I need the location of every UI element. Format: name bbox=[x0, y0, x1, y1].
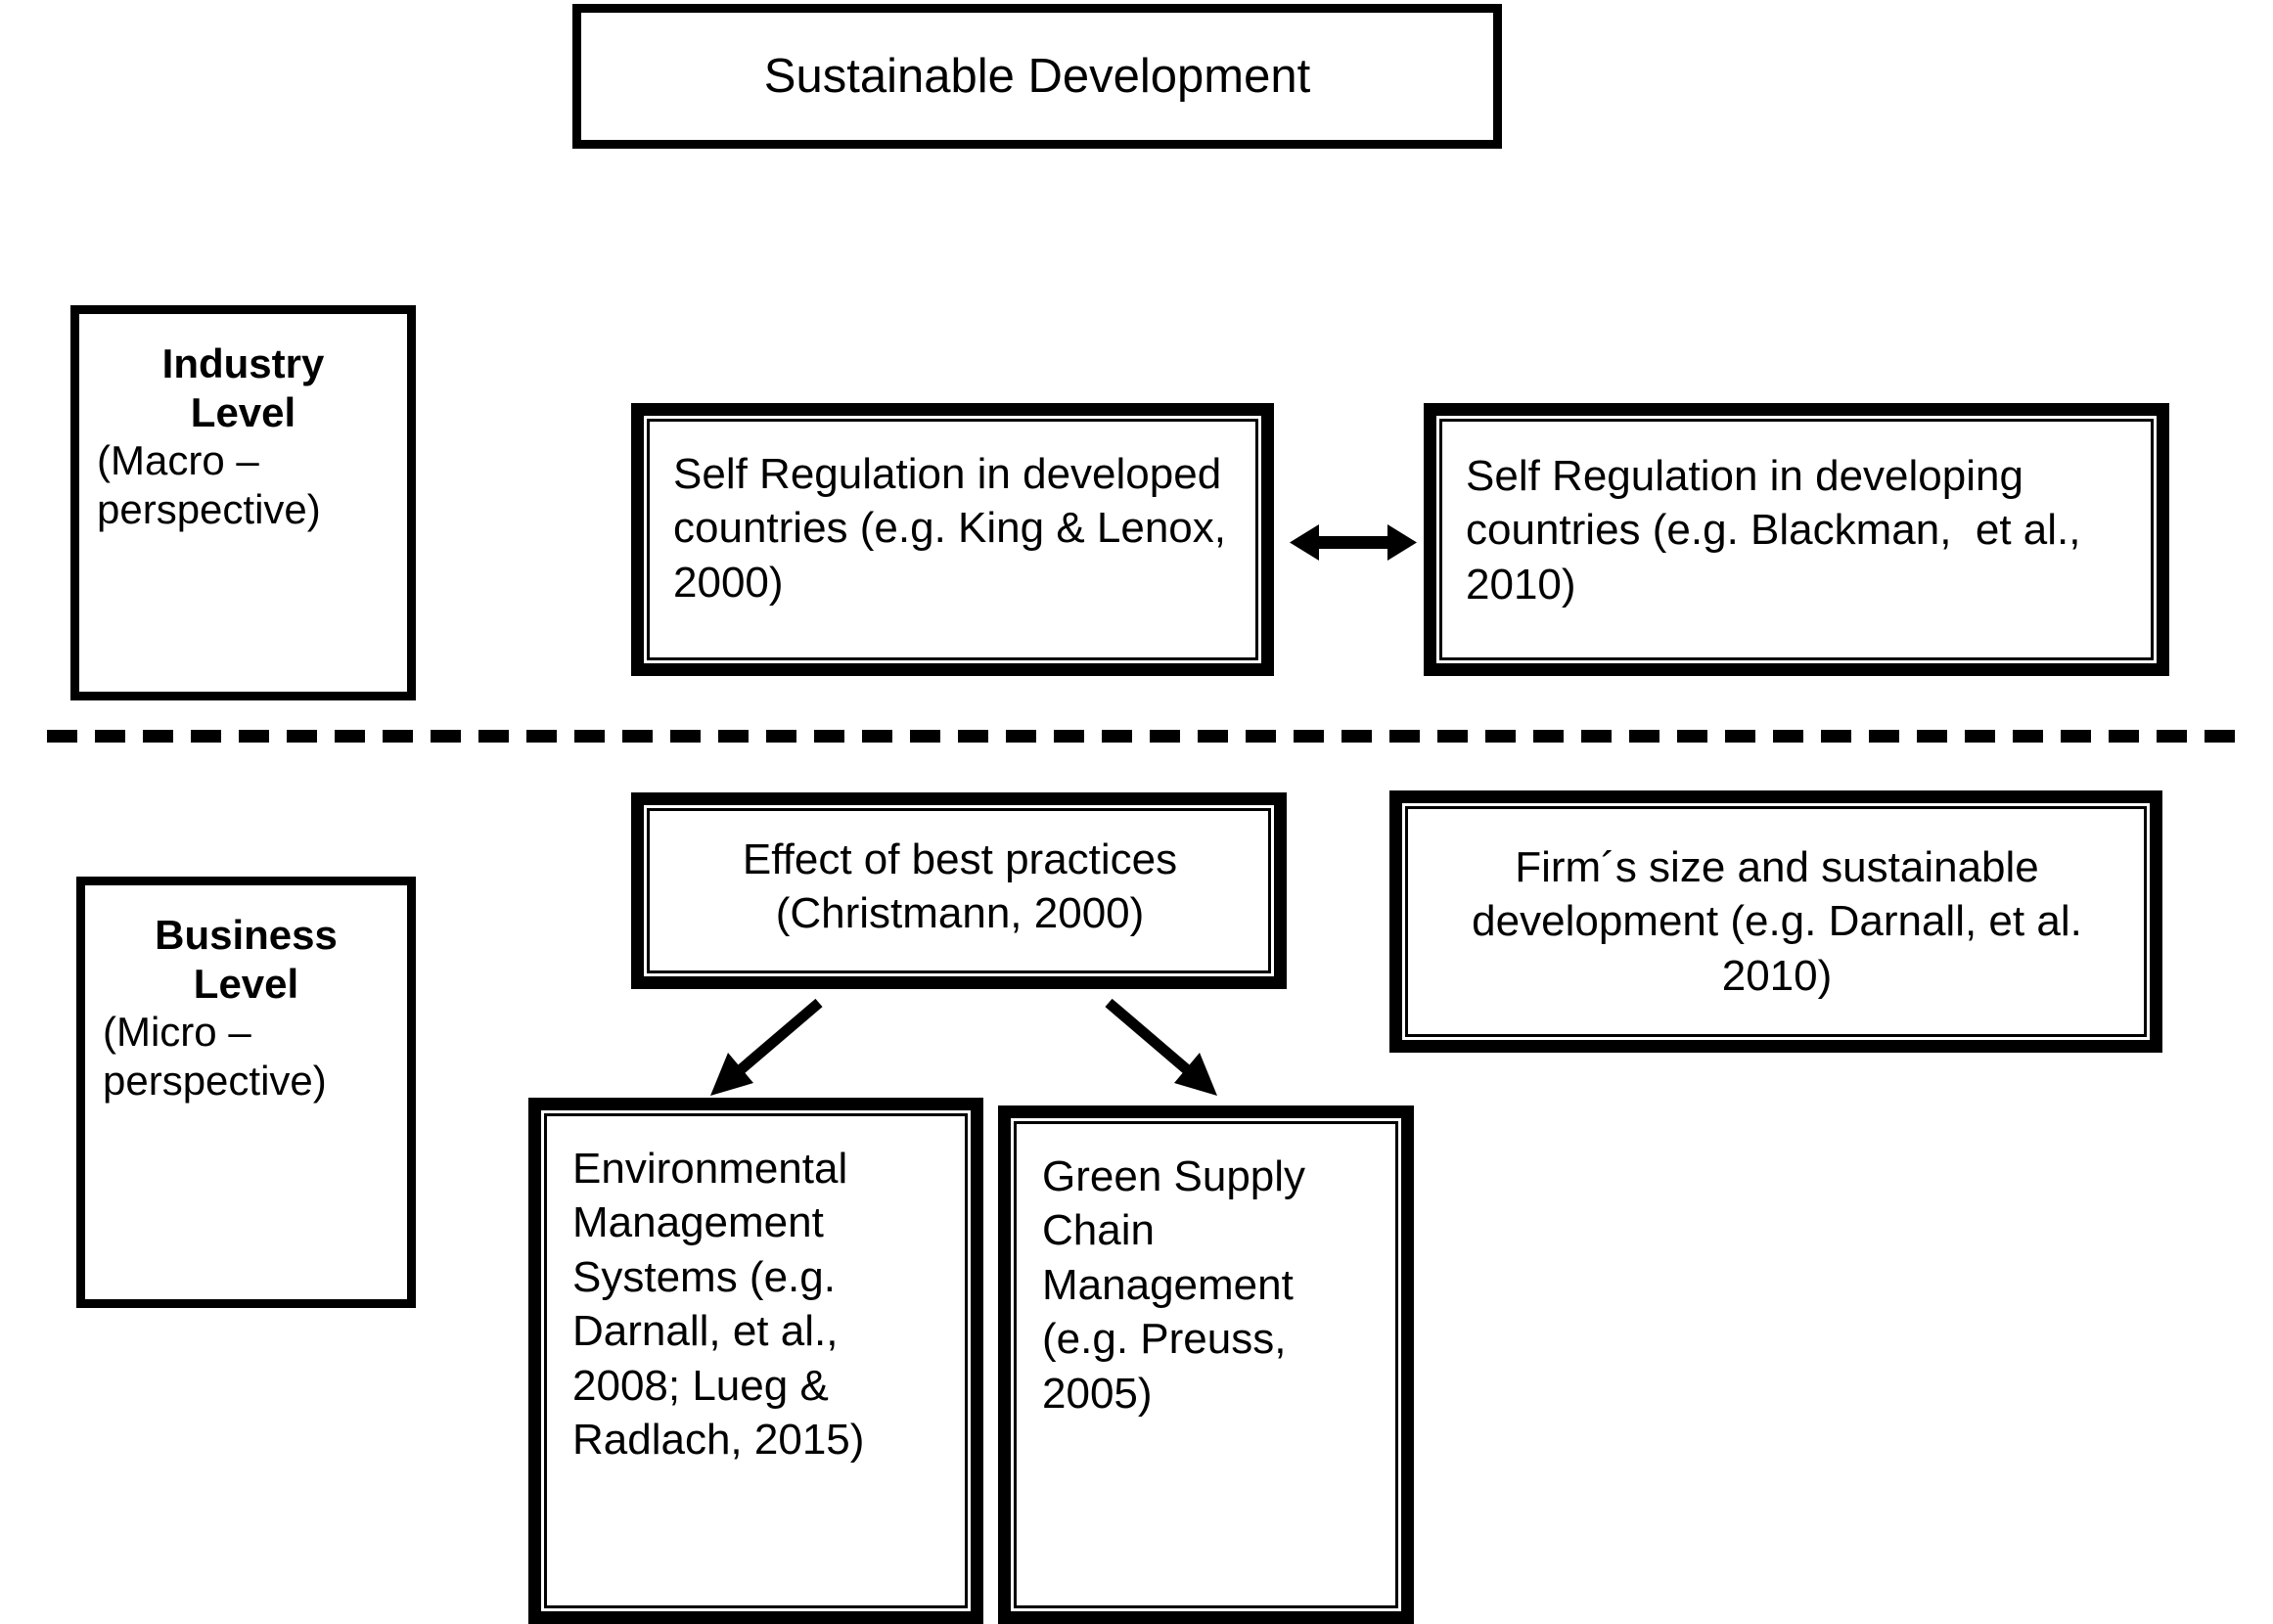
node-effect-of-best-practices-inner: Effect of best practices (Christmann, 20… bbox=[647, 808, 1271, 973]
node-self-regulation-developed: Self Regulation in developed countries (… bbox=[631, 403, 1274, 676]
arrow-best-practices-to-gscm-icon bbox=[1105, 998, 1217, 1096]
node-effect-of-best-practices: Effect of best practices (Christmann, 20… bbox=[631, 792, 1287, 989]
bidirectional-arrow-icon bbox=[1290, 524, 1417, 561]
node-self-regulation-developing-inner: Self Regulation in developing countries … bbox=[1439, 419, 2154, 660]
industry-level-box-inner: Industry Level (Macro – perspective) bbox=[79, 314, 407, 692]
business-level-box-inner: Business Level (Micro – perspective) bbox=[85, 885, 407, 1299]
industry-level-text: Industry Level (Macro – perspective) bbox=[79, 314, 407, 692]
industry-level-title: Industry Level bbox=[161, 340, 325, 435]
node-firm-size-sustainable-development: Firm´s size and sustainable development … bbox=[1389, 790, 2162, 1053]
node-firm-size-sustainable-development-label: Firm´s size and sustainable development … bbox=[1472, 843, 2095, 1000]
node-environmental-management-systems: Environmental Management Systems (e.g. D… bbox=[528, 1098, 983, 1624]
node-green-supply-chain-management-inner: Green Supply Chain Management (e.g. Preu… bbox=[1014, 1121, 1398, 1608]
node-self-regulation-developed-inner: Self Regulation in developed countries (… bbox=[647, 419, 1258, 660]
business-level-box: Business Level (Micro – perspective) bbox=[76, 877, 416, 1308]
page-title: Sustainable Development bbox=[763, 49, 1311, 103]
node-effect-of-best-practices-label: Effect of best practices (Christmann, 20… bbox=[742, 835, 1190, 938]
node-firm-size-sustainable-development-inner: Firm´s size and sustainable development … bbox=[1405, 806, 2147, 1037]
node-green-supply-chain-management-label: Green Supply Chain Management (e.g. Preu… bbox=[1042, 1152, 1318, 1418]
title-box: Sustainable Development bbox=[572, 4, 1502, 149]
node-environmental-management-systems-inner: Environmental Management Systems (e.g. D… bbox=[544, 1113, 968, 1608]
arrow-best-practices-to-ems-icon bbox=[710, 998, 823, 1096]
business-level-subtitle: (Micro – perspective) bbox=[103, 1009, 327, 1104]
node-green-supply-chain-management: Green Supply Chain Management (e.g. Preu… bbox=[998, 1105, 1414, 1624]
business-level-text: Business Level (Micro – perspective) bbox=[85, 885, 407, 1299]
node-environmental-management-systems-label: Environmental Management Systems (e.g. D… bbox=[572, 1145, 865, 1465]
node-self-regulation-developing: Self Regulation in developing countries … bbox=[1424, 403, 2169, 676]
node-self-regulation-developing-label: Self Regulation in developing countries … bbox=[1466, 452, 2093, 609]
node-self-regulation-developed-label: Self Regulation in developed countries (… bbox=[673, 450, 1239, 607]
business-level-title: Business Level bbox=[155, 912, 338, 1007]
industry-level-subtitle: (Macro – perspective) bbox=[97, 437, 321, 532]
industry-level-box: Industry Level (Macro – perspective) bbox=[70, 305, 416, 700]
level-divider bbox=[47, 730, 2250, 743]
title-box-inner: Sustainable Development bbox=[581, 13, 1493, 140]
